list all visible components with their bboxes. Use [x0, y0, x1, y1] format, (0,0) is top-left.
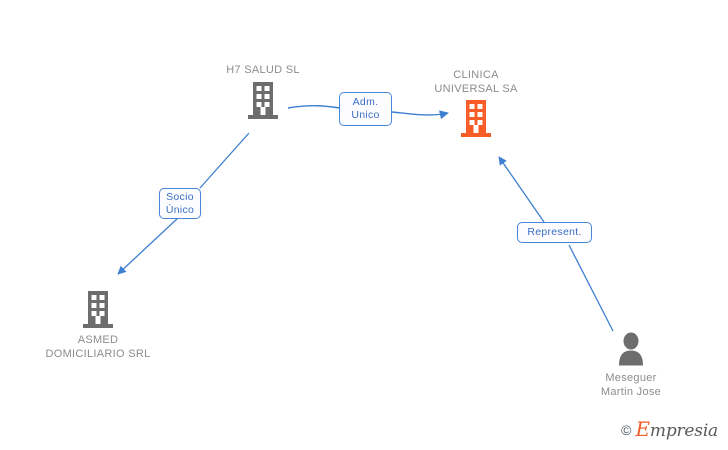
node-label-asmed-domiciliario: ASMED DOMICILIARIO SRL	[45, 334, 151, 360]
brand-wordmark: Empresia	[636, 419, 719, 440]
brand-lead-letter: E	[635, 417, 651, 441]
edge-line-represent-lower	[568, 244, 614, 332]
edge-label-adm-unico[interactable]: Adm. Unico	[339, 92, 392, 126]
edge-label-socio-unico[interactable]: Socio Único	[159, 188, 201, 219]
copyright-icon: ©	[621, 421, 632, 438]
node-h7-salud[interactable]: H7 SALUD SL	[173, 64, 353, 121]
building-icon	[386, 99, 566, 139]
edge-line-adm-unico-head	[391, 110, 449, 120]
empresia-watermark: © Empresia	[621, 419, 718, 440]
edge-line-socio-unico-lower	[117, 217, 179, 275]
node-asmed-domiciliario[interactable]: ASMED DOMICILIARIO SRL	[8, 290, 188, 361]
node-label-meseguer-martin-jose: Meseguer Martin Jose	[600, 372, 662, 398]
person-icon	[541, 332, 721, 368]
node-meseguer-martin-jose[interactable]: Meseguer Martin Jose	[541, 332, 721, 399]
brand-rest-letters: mpresia	[649, 421, 718, 441]
node-label-clinica-universal: CLINICA UNIVERSAL SA	[434, 69, 518, 95]
building-icon	[173, 81, 353, 121]
edge-line-represent-upper	[498, 156, 545, 223]
building-icon	[8, 290, 188, 330]
edge-line-adm-unico	[287, 105, 341, 109]
edge-line-socio-unico-upper	[199, 132, 250, 189]
node-clinica-universal[interactable]: CLINICA UNIVERSAL SA	[386, 69, 566, 139]
edge-label-represent[interactable]: Represent.	[517, 222, 592, 243]
node-label-h7-salud: H7 SALUD SL	[226, 64, 300, 76]
